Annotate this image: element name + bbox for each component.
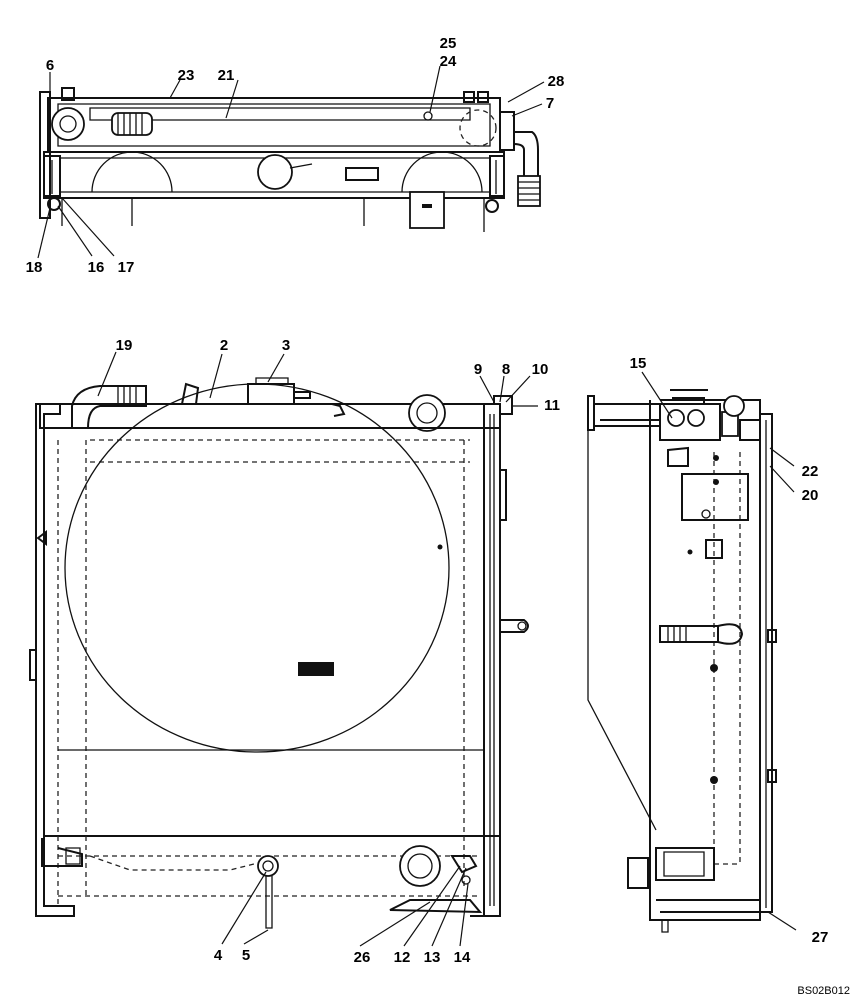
callout-19: 19 xyxy=(116,337,133,354)
callout-14: 14 xyxy=(454,949,471,966)
callout-4: 4 xyxy=(214,947,223,964)
callout-28: 28 xyxy=(548,73,565,90)
callout-6: 6 xyxy=(46,57,54,74)
callout-24: 24 xyxy=(440,53,457,70)
callout-17: 17 xyxy=(118,259,135,276)
callout-22: 22 xyxy=(802,463,819,480)
callout-27: 27 xyxy=(812,929,829,946)
callout-11: 11 xyxy=(544,397,560,414)
callout-9: 9 xyxy=(474,361,482,378)
figure-code: BS02B012 xyxy=(797,985,850,997)
callout-20: 20 xyxy=(802,487,819,504)
callout-23: 23 xyxy=(178,67,195,84)
callout-8: 8 xyxy=(502,361,510,378)
leader-lines xyxy=(37,65,797,947)
callout-7: 7 xyxy=(546,95,554,112)
callout-numbers: 2 3 4 5 6 7 8 9 10 11 12 13 14 15 16 17 … xyxy=(26,35,829,966)
callout-26: 26 xyxy=(354,949,371,966)
callout-16: 16 xyxy=(88,259,105,276)
callout-10: 10 xyxy=(532,361,549,378)
callout-12: 12 xyxy=(394,949,411,966)
front-view xyxy=(29,377,529,929)
callout-25: 25 xyxy=(440,35,457,52)
callout-18: 18 xyxy=(26,259,43,276)
callout-15: 15 xyxy=(630,355,647,372)
callout-3: 3 xyxy=(282,337,290,354)
callout-5: 5 xyxy=(242,947,250,964)
fan-label-plate xyxy=(298,662,334,676)
callout-2: 2 xyxy=(220,337,228,354)
callout-13: 13 xyxy=(424,949,441,966)
top-view xyxy=(39,87,541,232)
side-view xyxy=(587,389,777,933)
callout-21: 21 xyxy=(218,67,235,84)
